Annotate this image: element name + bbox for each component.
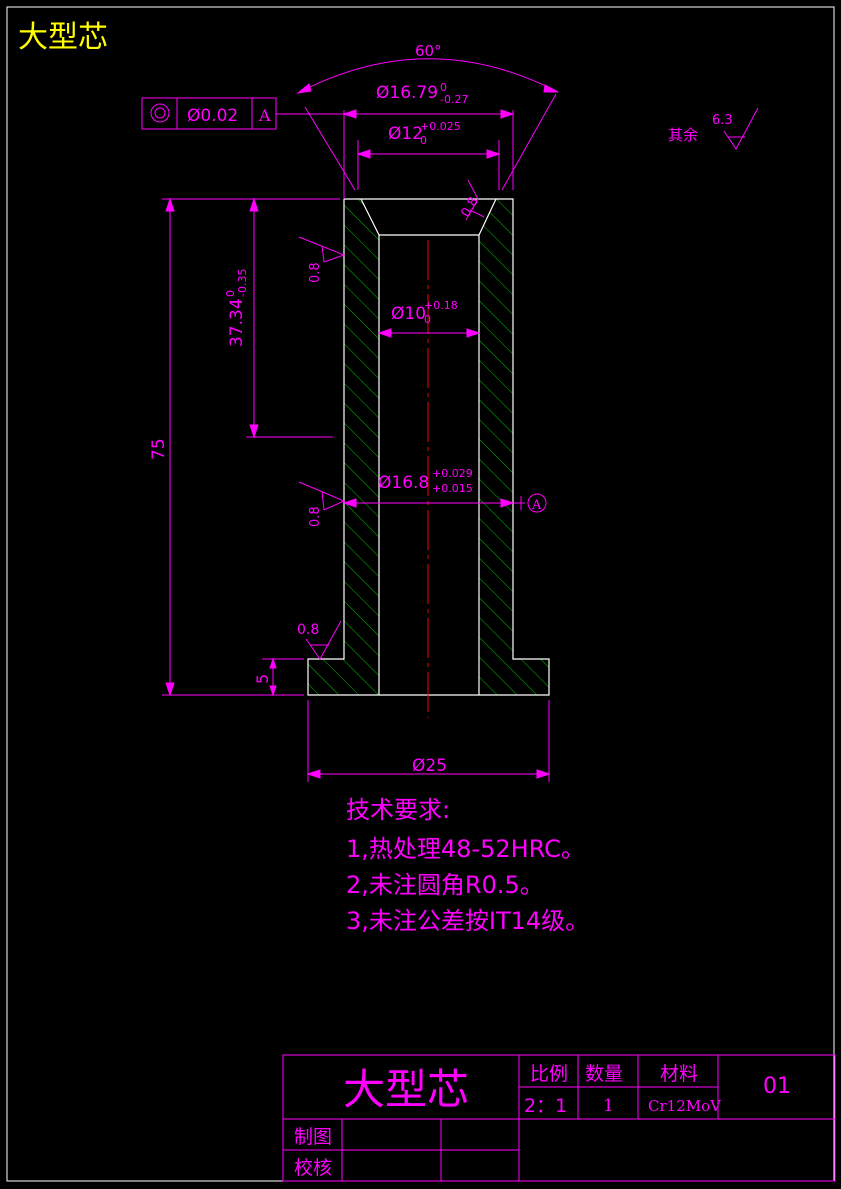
len37-lower: -0.35 [236, 269, 249, 297]
notes-line2: 2,未注圆角R0.5。 [346, 871, 544, 899]
roughness-rest-value: 6.3 [712, 113, 733, 128]
datum-a-label: A [531, 498, 542, 513]
roughness-symbol-step [305, 620, 342, 660]
len37-main: 37.34 [227, 298, 247, 347]
corner-title: 大型芯 [18, 20, 108, 55]
d16-79-upper: 0 [440, 81, 447, 94]
roughness-r4: 0.8 [297, 622, 319, 638]
left-wall-hatch [308, 199, 379, 695]
title-scale-label: 比例 [530, 1063, 568, 1085]
right-wall-hatch [479, 199, 549, 695]
d12-lower: 0 [420, 134, 427, 147]
len37-label-group: 37.34 0 -0.35 [224, 269, 249, 347]
d16-79-lower: -0.27 [440, 93, 468, 106]
d16-8-lower: +0.015 [432, 482, 473, 495]
d16-8-main: Ø16.8 [378, 473, 429, 493]
title-qty-label: 数量 [585, 1063, 623, 1085]
roughness-symbol-chamfer [465, 179, 485, 221]
roughness-symbol-mid-left [298, 481, 346, 511]
tolerance-datum: A [258, 106, 271, 125]
title-scale-value: 2：1 [524, 1095, 567, 1117]
d16-8-upper: +0.029 [432, 467, 473, 480]
d10-lower: 0 [424, 313, 431, 326]
roughness-rest-label: 其余 [668, 126, 698, 144]
datum-a-circle [527, 493, 547, 513]
roughness-r2: 0.8 [308, 262, 323, 283]
tolerance-frame: Ø0.02 A [141, 97, 277, 130]
angle-arc [297, 58, 559, 94]
d12-upper: +0.025 [420, 120, 461, 133]
title-material-label: 材料 [660, 1063, 698, 1085]
dimensions [162, 58, 559, 782]
roughness-r1: 0.8 [458, 195, 481, 220]
title-drawing-no: 01 [763, 1074, 791, 1099]
title-part-name: 大型芯 [343, 1065, 469, 1114]
notes-line1: 1,热处理48-52HRC。 [346, 835, 585, 863]
chamfer-right [478, 198, 497, 236]
len37-upper: 0 [224, 290, 237, 297]
len75-label: 75 [149, 438, 169, 460]
chamfer-left [360, 198, 380, 236]
title-drawn-label: 制图 [294, 1126, 332, 1148]
notes-line3: 3,未注公差按IT14级。 [346, 907, 589, 935]
d10-main: Ø10 [391, 304, 426, 324]
notes-heading: 技术要求: [346, 796, 450, 824]
d16-79-main: Ø16.79 [376, 83, 438, 103]
roughness-r3: 0.8 [308, 506, 323, 527]
len5-label: 5 [253, 674, 272, 684]
sheet-border [6, 6, 835, 1182]
part-outline [307, 198, 550, 696]
tolerance-value: Ø0.02 [187, 106, 238, 126]
part-section [307, 198, 550, 718]
title-checked-label: 校核 [294, 1157, 332, 1179]
roughness-symbol-upper-left [298, 236, 346, 263]
d12-main: Ø12 [388, 124, 423, 144]
title-block [282, 1054, 836, 1182]
d25-label: Ø25 [412, 756, 447, 776]
title-material-value: Cr12MoV [648, 1097, 722, 1115]
concentricity-icon [150, 103, 170, 123]
title-qty-value: 1 [603, 1096, 614, 1116]
d10-upper: +0.18 [424, 299, 458, 312]
angle-60-label: 60° [415, 42, 442, 60]
